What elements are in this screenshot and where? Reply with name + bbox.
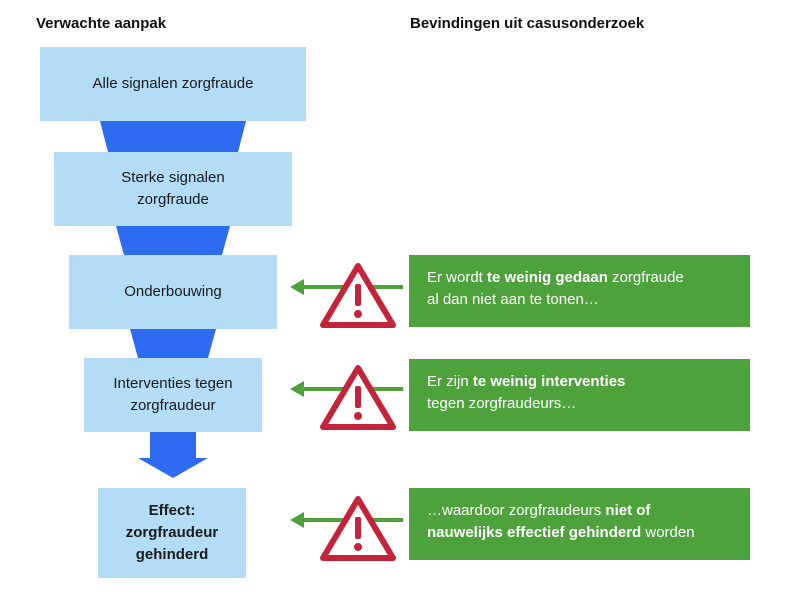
finding-3-pre: …waardoor zorgfraudeurs xyxy=(427,502,606,519)
stage-interventions-line2: zorgfraudeur xyxy=(130,397,216,414)
finding-too-little-done: Er wordt te weinig gedaan zorgfraude al … xyxy=(409,255,750,327)
funnel-segment-3 xyxy=(130,329,216,358)
stage-substantiation: Onderbouwing xyxy=(69,255,277,329)
finding-2-pre: Er zijn xyxy=(427,373,473,390)
funnel-segment-2 xyxy=(116,226,230,255)
finding-1-pre: Er wordt xyxy=(427,269,488,286)
stage-interventions-line1: Interventies tegen xyxy=(113,375,233,392)
stage-strong-signals-line2: zorgfraude xyxy=(137,191,209,208)
funnel-segment-1 xyxy=(100,121,246,152)
finding-3-post2: worden xyxy=(641,524,695,541)
funnel-arrow-head xyxy=(138,432,208,478)
finding-3-bold2: nauwelijks effectief gehinderd xyxy=(427,524,642,541)
warning-triangle-icon xyxy=(320,365,396,430)
stage-effect-line2: zorgfraudeur xyxy=(125,524,219,541)
stage-all-signals-label: Alle signalen zorgfraude xyxy=(92,75,254,92)
stage-effect: Effect: zorgfraudeur gehinderd xyxy=(98,488,246,578)
warning-triangle-icon xyxy=(320,496,396,561)
finding-1-line2: al dan niet aan te tonen… xyxy=(427,291,599,308)
stage-all-signals: Alle signalen zorgfraude xyxy=(40,47,306,121)
finding-1-post: zorgfraude xyxy=(607,269,684,286)
stage-effect-line1: Effect: xyxy=(148,502,196,519)
stage-interventions: Interventies tegen zorgfraudeur xyxy=(84,358,262,432)
stage-strong-signals: Sterke signalen zorgfraude xyxy=(54,152,292,226)
stage-effect-line3: gehinderd xyxy=(135,546,209,563)
stage-strong-signals-line1: Sterke signalen xyxy=(121,169,225,186)
finding-1-bold: te weinig gedaan xyxy=(487,269,608,286)
heading-findings: Bevindingen uit casusonderzoek xyxy=(410,15,645,32)
finding-too-few-interventions: Er zijn te weinig interventies tegen zor… xyxy=(409,359,750,431)
stage-substantiation-label: Onderbouwing xyxy=(124,283,222,300)
finding-3-bold: niet of xyxy=(605,502,651,519)
finding-not-hindered: …waardoor zorgfraudeurs niet of nauwelij… xyxy=(409,488,750,560)
heading-expected-approach: Verwachte aanpak xyxy=(36,15,167,32)
warning-triangle-icon xyxy=(320,263,396,328)
finding-2-line2: tegen zorgfraudeurs… xyxy=(427,395,577,412)
finding-2-bold: te weinig interventies xyxy=(472,373,626,390)
